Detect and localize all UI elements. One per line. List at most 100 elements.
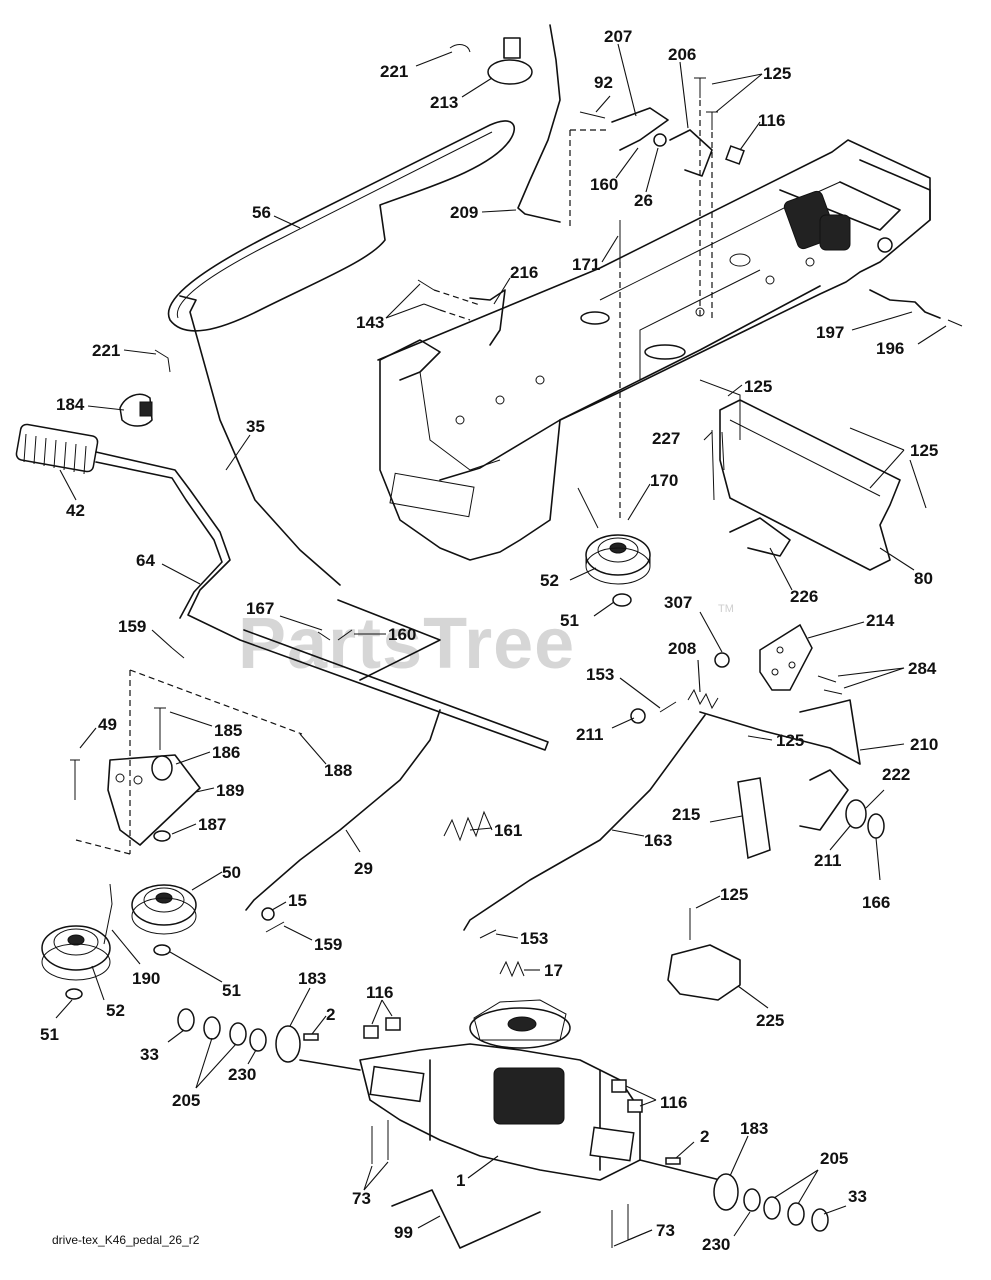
callout-33-right: 33 [848,1187,867,1206]
rod-35 [179,295,341,586]
callout-159-lower: 159 [314,935,342,954]
idler-pulley-50 [131,884,197,935]
brake-arm-210 [799,769,849,831]
callout-167: 167 [246,599,274,618]
callout-15: 15 [288,891,307,910]
callout-29: 29 [354,859,373,878]
washer-170 [577,487,599,529]
callout-51-left: 51 [40,1025,59,1044]
callout-171: 171 [572,255,600,274]
callout-222: 222 [882,765,910,784]
plate-214 [759,623,813,691]
callout-161: 161 [494,821,522,840]
rod-163 [463,714,706,931]
callout-125-bracket: 125 [720,885,748,904]
lever-rod-64-edge [95,461,223,619]
callout-99: 99 [394,1223,413,1242]
callout-153-lower: 153 [520,929,548,948]
callout-labels: 221 213 207 206 125 92 116 160 26 56 209… [40,27,938,1254]
callout-33-left: 33 [140,1045,159,1064]
callout-189: 189 [216,781,244,800]
key-2-left [303,1033,319,1041]
callout-307: 307 [664,593,692,612]
hub-183-right [713,1173,739,1211]
bracket-216 [469,289,506,346]
callout-166: 166 [862,893,890,912]
bolts-73-right [611,1204,629,1248]
callout-284: 284 [908,659,937,678]
callout-2-left: 2 [326,1005,335,1024]
bracket-188 [337,599,441,681]
brake-rod-210 [699,699,861,765]
washer-307 [714,652,730,668]
callout-221: 221 [380,62,408,81]
bracket-225 [667,944,741,1001]
callout-116-left: 116 [366,983,393,1002]
idler-bracket-189 [107,754,201,846]
shield-80 [719,399,901,571]
callout-211-right: 211 [814,851,841,870]
callout-216: 216 [510,263,538,282]
drive-belt-56 [167,120,515,332]
callout-185: 185 [214,721,242,740]
callout-116-right: 116 [660,1093,687,1112]
callout-1: 1 [456,1171,465,1190]
pin-159-upper [171,647,185,659]
clip-221 [449,44,471,53]
bolt-92 [579,111,606,119]
callout-183-right: 183 [740,1119,768,1138]
callout-17: 17 [544,961,563,980]
nut-116-left-a [363,1025,379,1039]
callout-153-upper: 153 [586,665,614,684]
callout-116: 116 [758,111,785,130]
bolts-143 [417,279,441,311]
shaft-207 [611,107,669,151]
callout-206: 206 [668,45,696,64]
bolt-49 [70,759,80,800]
callout-163: 163 [644,831,672,850]
callout-230-right: 230 [702,1235,730,1254]
callout-211-left: 211 [576,725,603,744]
callout-49: 49 [98,715,117,734]
callout-214: 214 [866,611,895,630]
callout-210: 210 [910,735,938,754]
callout-64: 64 [136,551,155,570]
knob-184-insert [139,401,153,417]
callout-230-left: 230 [228,1065,256,1084]
washer-205-left-b [203,1016,221,1040]
callout-197: 197 [816,323,844,342]
pedal-pad-213-top [503,37,521,59]
clip-153-lower [479,929,497,939]
drive-belt-56-inner [176,131,493,319]
callout-26: 26 [634,191,653,210]
ring-166 [867,813,885,839]
lift-arm-197 [869,289,941,319]
key-2-right [665,1157,681,1165]
bolt-dash-lines [699,100,713,320]
washer-205-right-a [763,1196,781,1220]
bracket-206 [669,129,713,177]
callout-207: 207 [604,27,632,46]
callout-143: 143 [356,313,384,332]
nut-116-left-b [385,1017,401,1031]
callout-73-left: 73 [352,1189,371,1208]
rod-29 [245,709,441,911]
callout-170: 170 [650,471,678,490]
pedal-upper-assembly [417,24,745,520]
ring-33-right [811,1208,829,1232]
callout-225: 225 [756,1011,784,1030]
washer-230-right [743,1188,761,1212]
washer-187 [153,830,171,842]
nut-51-middle [153,944,171,956]
rod-99 [391,1189,541,1249]
callout-184: 184 [56,395,85,414]
callout-92: 92 [594,73,613,92]
callout-226: 226 [790,587,818,606]
callout-221-lower: 221 [92,341,120,360]
shield-80-edge [729,419,881,497]
callout-159-upper: 159 [118,617,146,636]
callout-73-right: 73 [656,1221,675,1240]
callout-51-center: 51 [560,611,579,630]
